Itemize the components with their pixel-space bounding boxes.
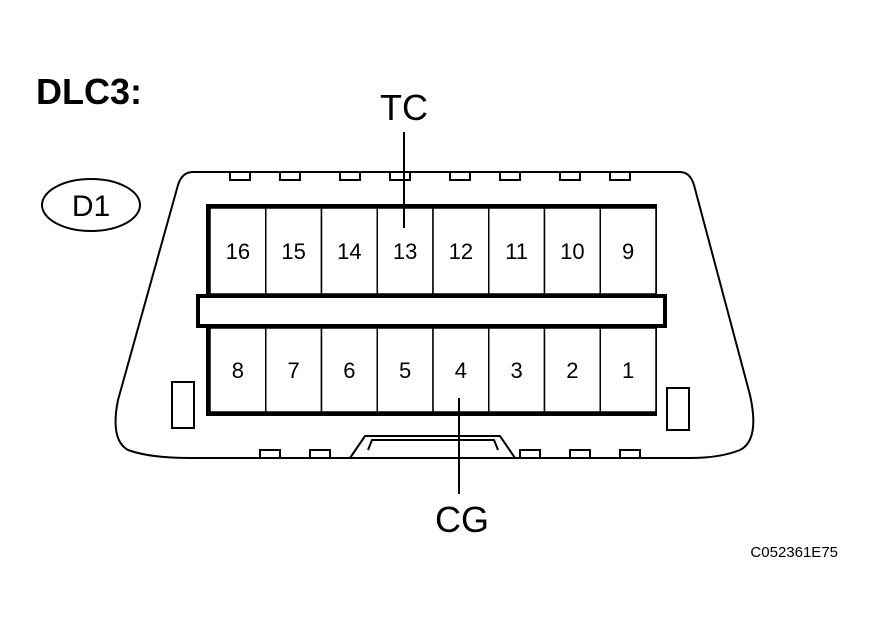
- pin-label-12: 12: [449, 239, 473, 264]
- pin-label-4: 4: [455, 358, 467, 383]
- housing-key: [349, 435, 516, 459]
- pin-label-13: 13: [393, 239, 417, 264]
- tc-callout-label: TC: [380, 87, 428, 128]
- pin-label-15: 15: [281, 239, 305, 264]
- pin-label-1: 1: [622, 358, 634, 383]
- pin-cell-12: [432, 207, 490, 295]
- pin-cell-1: [599, 327, 657, 413]
- pin-label-11: 11: [505, 239, 528, 264]
- pin-label-10: 10: [560, 239, 584, 264]
- top-pin-row: 16 15 14 13 12 11 10 9: [209, 207, 657, 295]
- pin-cell-10: [543, 207, 601, 295]
- pin-label-9: 9: [622, 239, 634, 264]
- connector-housing: [114, 171, 755, 459]
- pin-cell-5: [376, 327, 434, 413]
- pin-cell-13: [376, 207, 434, 295]
- pin-label-6: 6: [343, 358, 355, 383]
- pin-label-14: 14: [337, 239, 361, 264]
- figure-code: C052361E75: [750, 544, 838, 561]
- right-latch: [666, 387, 690, 431]
- center-separator-bar: [196, 294, 667, 328]
- pin-cell-8: [209, 327, 267, 413]
- pin-label-8: 8: [232, 358, 244, 383]
- housing-key-inner: [367, 439, 499, 451]
- connector-id-badge: D1: [41, 178, 141, 232]
- pin-cell-7: [265, 327, 323, 413]
- pin-cell-3: [488, 327, 546, 413]
- pin-label-3: 3: [511, 358, 523, 383]
- bottom-pin-row: 8 7 6 5 4 3 2 1: [209, 327, 657, 413]
- housing-top-notches: [229, 172, 631, 181]
- left-latch: [171, 381, 195, 429]
- pin-label-5: 5: [399, 358, 411, 383]
- pin-cell-11: [488, 207, 546, 295]
- pin-label-7: 7: [288, 358, 300, 383]
- connector-id-label: D1: [72, 190, 110, 223]
- housing-bottom-notches: [259, 449, 641, 458]
- pin-cell-16: [209, 207, 267, 295]
- connector-id-ellipse: [41, 178, 141, 232]
- pin-cell-9: [599, 207, 657, 295]
- pin-cell-6: [320, 327, 378, 413]
- pin-label-16: 16: [226, 239, 250, 264]
- cg-callout-label: CG: [435, 499, 489, 540]
- pin-cell-4: [432, 327, 490, 413]
- pin-label-2: 2: [566, 358, 578, 383]
- diagram-title: DLC3:: [36, 71, 142, 112]
